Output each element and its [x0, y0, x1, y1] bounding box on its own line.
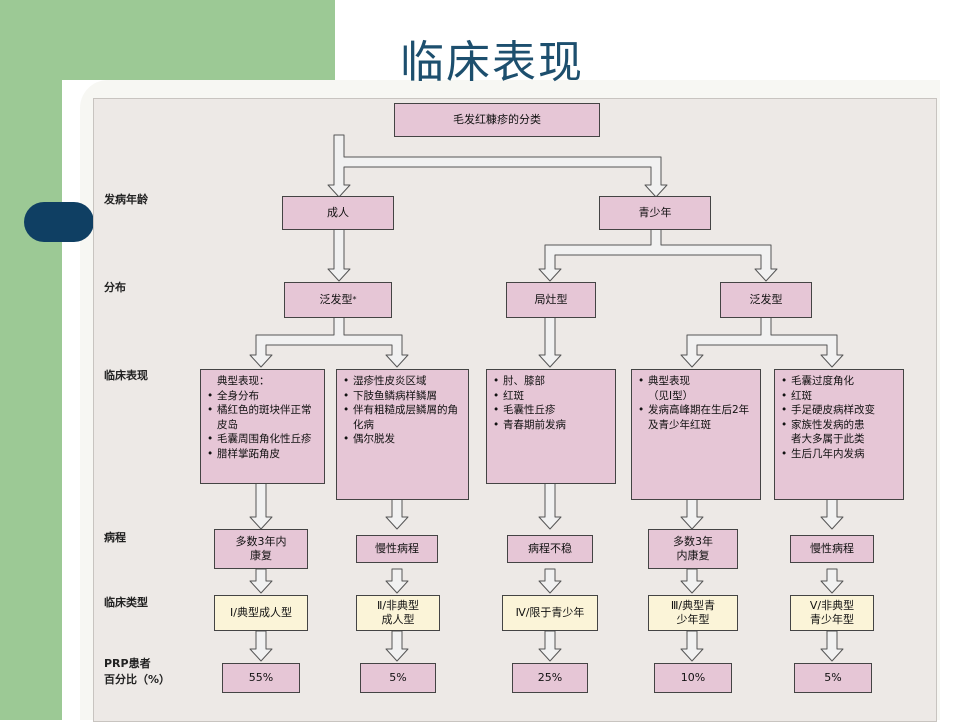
arrow	[820, 630, 844, 662]
arrow	[680, 498, 704, 530]
arrow	[820, 568, 844, 594]
clinical-item: 下肢鱼鳞病样鳞屑	[343, 389, 464, 404]
type-box: Ⅰ/典型成人型	[214, 595, 308, 631]
box-localized: 局灶型	[506, 282, 596, 318]
arrow	[538, 228, 778, 282]
clinical-item: 毛囊周围角化性丘疹	[207, 432, 320, 447]
percent-box: 5%	[794, 663, 872, 693]
clinical-item: 全身分布	[207, 389, 320, 404]
clinical-item: 发病高峰期在生后2年及青少年红斑	[638, 403, 756, 432]
arrow	[385, 568, 409, 594]
arrow	[538, 482, 562, 530]
arrow	[538, 316, 562, 368]
box-juvenile: 青少年	[599, 196, 711, 230]
label-clinical: 临床表现	[104, 369, 148, 382]
clinical-item: 典型表现：	[217, 375, 270, 387]
percent-box: 25%	[512, 663, 588, 693]
arrow	[538, 568, 562, 594]
arrow	[680, 630, 704, 662]
clinical-box-3: 肘、膝部 红斑 毛囊性丘疹 青春期前发病	[486, 369, 616, 484]
clinical-box-4: 典型表现 （见Ⅰ型） 发病高峰期在生后2年及青少年红斑	[631, 369, 761, 500]
clinical-item: 腊样掌跖角皮	[207, 447, 320, 462]
classification-diagram: 发病年龄 分布 临床表现 病程 临床类型 PRP患者 百分比（%）	[93, 98, 937, 722]
label-prp-percent-2: 百分比（%）	[104, 673, 171, 686]
course-box: 多数3年内 康复	[214, 529, 308, 569]
arrow	[249, 316, 409, 368]
box-adult: 成人	[282, 196, 394, 230]
connector-arrows	[249, 134, 844, 662]
arrow	[385, 630, 409, 662]
arrow	[680, 316, 844, 368]
percent-box: 55%	[222, 663, 300, 693]
clinical-item: 生后几年内发病	[781, 447, 875, 462]
label-prp-percent-1: PRP患者	[104, 657, 151, 670]
type-box: Ⅲ/典型青 少年型	[648, 595, 738, 631]
clinical-item: 湿疹性皮炎区域	[343, 374, 464, 389]
arrow	[327, 134, 668, 198]
clinical-item: 青春期前发病	[493, 418, 566, 433]
root-box: 毛发红糠疹的分类	[394, 103, 600, 137]
clinical-item: 毛囊性丘疹	[493, 403, 566, 418]
clinical-box-2: 湿疹性皮炎区域 下肢鱼鳞病样鳞屑 伴有粗糙成层鳞屑的角化病 偶尔脱发	[336, 369, 469, 500]
type-box: Ⅴ/非典型 青少年型	[790, 595, 874, 631]
arrow	[385, 498, 409, 530]
arrow	[820, 498, 844, 530]
label-onset-age: 发病年龄	[104, 193, 148, 206]
clinical-item: 橘红色的斑块伴正常皮岛	[207, 403, 320, 432]
course-box: 病程不稳	[507, 535, 593, 563]
clinical-item: 红斑	[493, 389, 566, 404]
label-distribution: 分布	[104, 281, 126, 294]
box-generalized-adult: 泛发型*	[284, 282, 392, 318]
percent-box: 10%	[654, 663, 732, 693]
slide-title: 临床表现	[400, 37, 584, 88]
clinical-box-1: 典型表现： 全身分布 橘红色的斑块伴正常皮岛 毛囊周围角化性丘疹 腊样掌跖角皮	[200, 369, 325, 484]
label-course: 病程	[104, 531, 126, 544]
arrow	[249, 630, 273, 662]
decor-sidebar	[0, 0, 62, 720]
arrow	[538, 630, 562, 662]
arrow	[327, 228, 351, 282]
clinical-item: 偶尔脱发	[343, 432, 464, 447]
clinical-box-5: 毛囊过度角化 红斑 手足硬皮病样改变 家族性发病的患 者大多属于此类 生后几年内…	[774, 369, 904, 500]
percent-box: 5%	[360, 663, 436, 693]
arrow	[249, 568, 273, 594]
clinical-item: 家族性发病的患 者大多属于此类	[781, 418, 875, 447]
label-clinical-type: 临床类型	[104, 596, 148, 609]
clinical-item: 肘、膝部	[493, 374, 566, 389]
type-box: Ⅳ/限于青少年	[502, 595, 598, 631]
arrow	[680, 568, 704, 594]
course-box: 慢性病程	[356, 535, 438, 563]
course-box: 多数3年 内康复	[648, 529, 738, 569]
box-generalized-juvenile: 泛发型	[720, 282, 812, 318]
clinical-item: 毛囊过度角化	[781, 374, 875, 389]
clinical-item: 红斑	[781, 389, 875, 404]
decor-pill	[24, 202, 94, 242]
type-box: Ⅱ/非典型 成人型	[356, 595, 440, 631]
course-box: 慢性病程	[790, 535, 874, 563]
arrow	[249, 482, 273, 530]
clinical-item: 伴有粗糙成层鳞屑的角化病	[343, 403, 464, 432]
clinical-item: 手足硬皮病样改变	[781, 403, 875, 418]
clinical-item: 典型表现 （见Ⅰ型）	[638, 374, 756, 403]
